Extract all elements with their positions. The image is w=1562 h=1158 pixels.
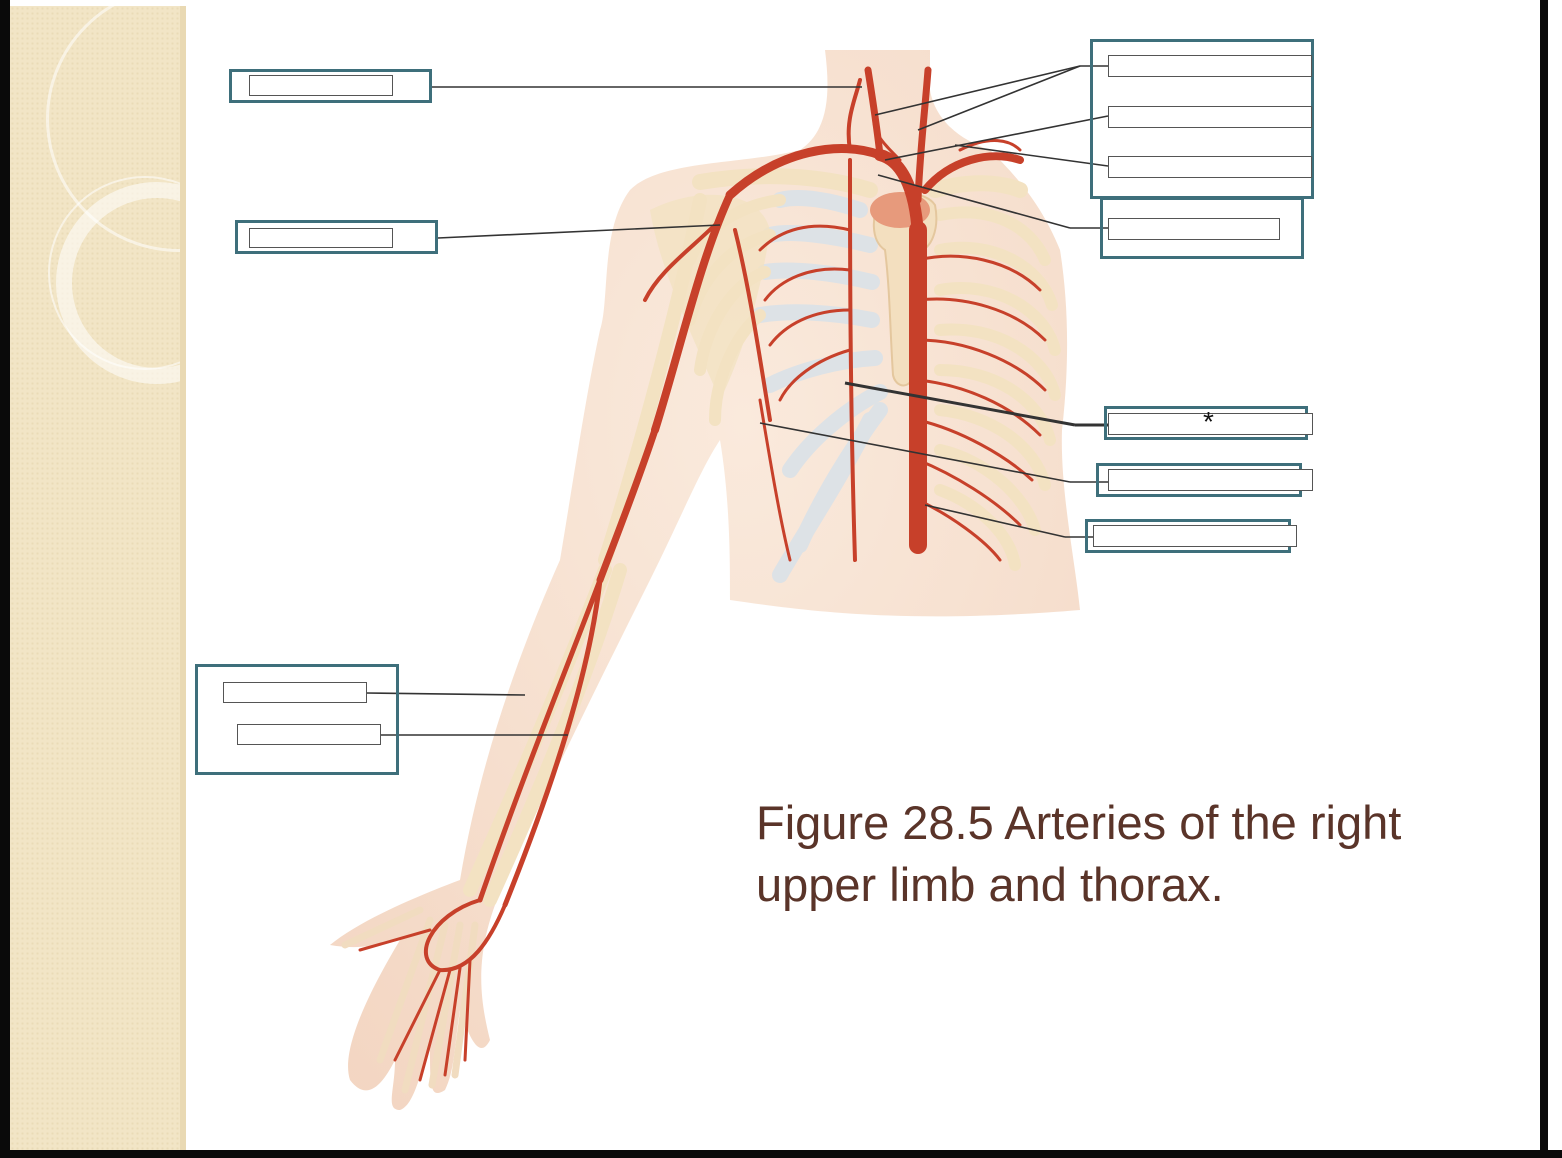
label-box-forearm-arteries: [195, 664, 399, 775]
answer-field-1[interactable]: [249, 75, 393, 96]
arteries: [358, 66, 1047, 1082]
answer-field-10[interactable]: [223, 682, 367, 703]
window-edge-left: [0, 0, 10, 1158]
sidebar-edge: [180, 6, 186, 1150]
label-box-vertebral: [229, 69, 432, 103]
answer-field-4[interactable]: [1108, 106, 1312, 128]
answer-field-3[interactable]: [1108, 55, 1312, 77]
answer-field-7[interactable]: [1108, 413, 1313, 435]
answer-field-9[interactable]: [1093, 525, 1297, 547]
window-edge-right: [1540, 0, 1562, 1158]
decorative-ring: [48, 176, 242, 370]
label-box-axillary: [235, 220, 438, 254]
answer-field-5[interactable]: [1108, 156, 1312, 178]
label-box-arch: [1100, 197, 1304, 259]
hand-bones: [341, 906, 479, 1094]
answer-field-8[interactable]: [1108, 469, 1313, 491]
answer-field-11[interactable]: [237, 724, 381, 745]
answer-field-6[interactable]: [1108, 218, 1280, 240]
decorative-sidebar: [10, 0, 312, 1150]
figure-caption: Figure 28.5 Arteries of the right upper …: [756, 796, 1402, 911]
answer-field-2[interactable]: [249, 228, 393, 248]
leader-lines: [365, 65, 1109, 736]
window-edge-bottom: [0, 1150, 1562, 1158]
answer-marker: *: [1203, 406, 1214, 437]
